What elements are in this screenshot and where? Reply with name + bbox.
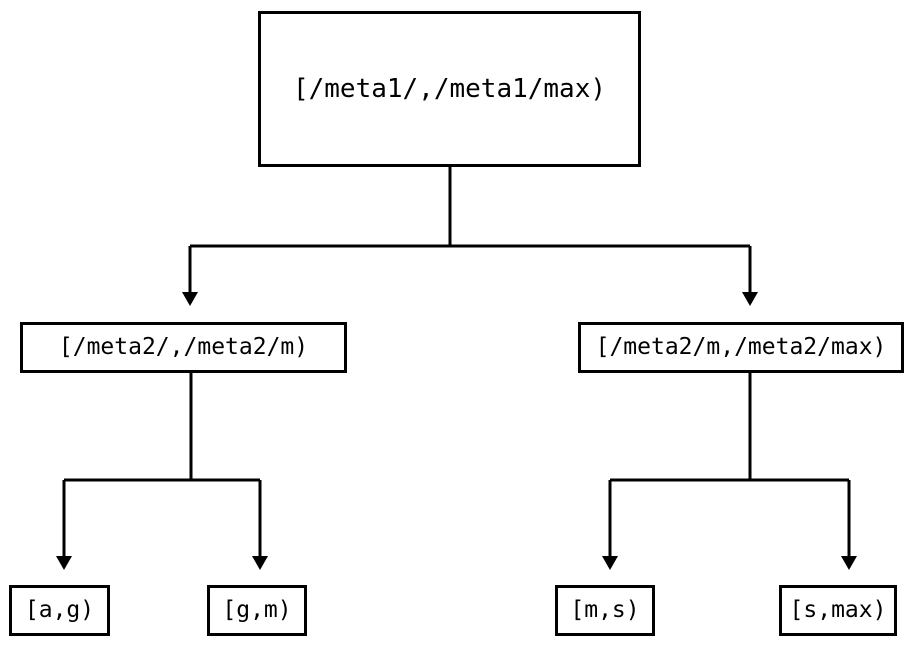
tree-node-mid-right-label: [/meta2/m,/meta2/max) <box>595 334 887 360</box>
tree-node-leaf-g-m-label: [g,m) <box>222 597 292 623</box>
arrowhead-icon-to-mid-right <box>742 292 758 306</box>
arrowhead-icon-to-leaf-g-m <box>252 556 268 570</box>
tree-node-leaf-m-s-label: [m,s) <box>570 597 640 623</box>
tree-node-root-label: [/meta1/,/meta1/max) <box>292 74 607 104</box>
arrowhead-icon-to-mid-left <box>182 292 198 306</box>
tree-node-leaf-a-g[interactable]: [a,g) <box>9 585 110 636</box>
tree-node-leaf-s-max[interactable]: [s,max) <box>779 585 897 636</box>
arrowhead-icon-to-leaf-m-s <box>602 556 618 570</box>
arrowhead-icon-to-leaf-a-g <box>56 556 72 570</box>
tree-node-leaf-a-g-label: [a,g) <box>24 597 95 623</box>
tree-node-mid-left[interactable]: [/meta2/,/meta2/m) <box>20 322 347 373</box>
tree-node-mid-right[interactable]: [/meta2/m,/meta2/max) <box>578 322 904 373</box>
tree-node-leaf-m-s[interactable]: [m,s) <box>555 585 655 636</box>
arrowhead-icon-to-leaf-s-max <box>841 556 857 570</box>
tree-node-leaf-s-max-label: [s,max) <box>789 597 887 623</box>
tree-node-mid-left-label: [/meta2/,/meta2/m) <box>58 334 309 360</box>
tree-node-root[interactable]: [/meta1/,/meta1/max) <box>258 11 641 167</box>
tree-node-leaf-g-m[interactable]: [g,m) <box>207 585 307 636</box>
